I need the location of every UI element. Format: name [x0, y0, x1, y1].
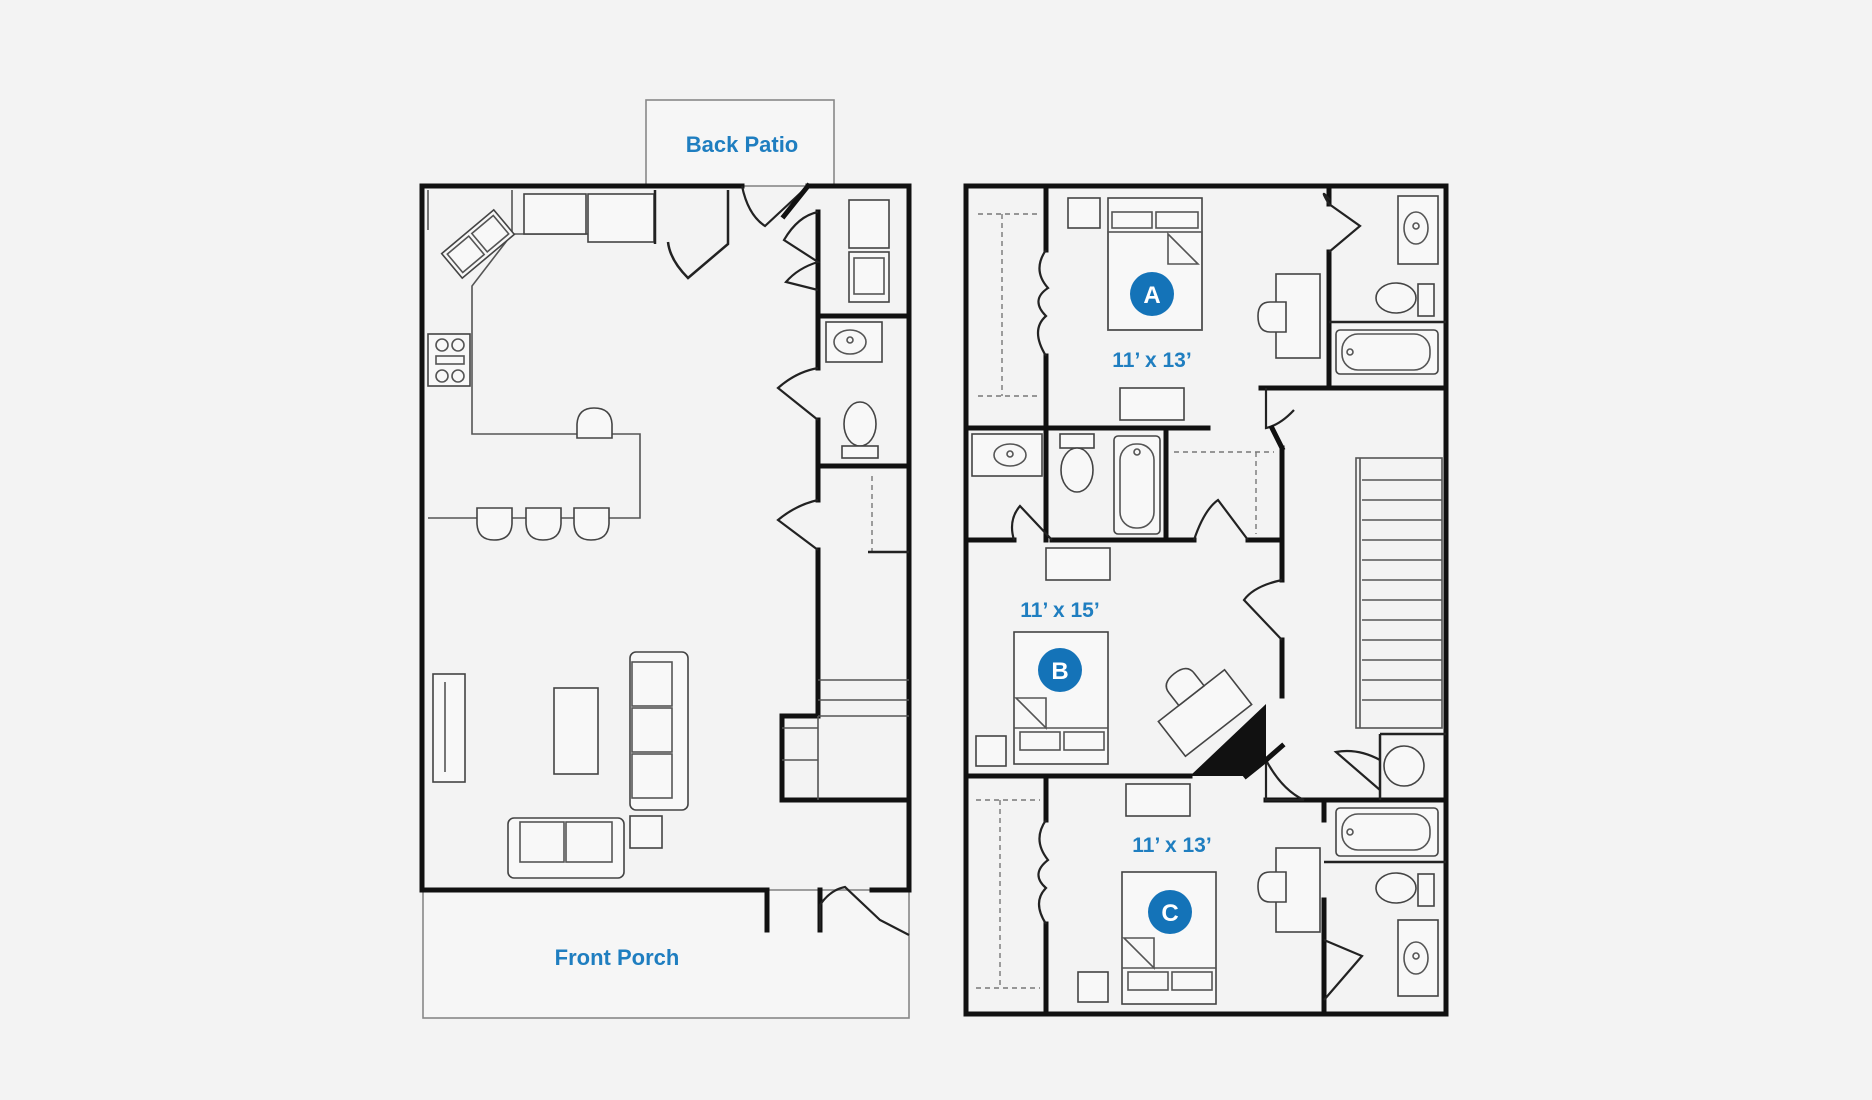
second-floor-plan: A 11’ x 13’	[963, 183, 1449, 1017]
bedroom-a-badge	[1130, 272, 1174, 316]
middle-bath-wall	[963, 425, 1285, 543]
counter-cabinet-1	[523, 193, 587, 235]
bedroom-a-desk	[1257, 273, 1321, 359]
linen-door	[1192, 498, 1249, 541]
bedroom-c-dimensions: 11’ x 13’	[1132, 834, 1211, 857]
washer-dryer-icon	[848, 199, 890, 303]
front-door	[818, 885, 910, 936]
first-floor-exterior-wall	[419, 183, 912, 933]
bedroom-b-nightstand	[975, 735, 1007, 767]
middle-bath-fixtures	[971, 433, 1161, 535]
water-heater-icon	[1383, 745, 1425, 787]
bedroom-a-closet-door	[1036, 249, 1050, 357]
bedroom-c-badge	[1148, 890, 1192, 934]
back-patio-area	[645, 99, 835, 187]
second-floor-exterior-wall	[963, 183, 1449, 1017]
kitchen-sink-icon	[440, 208, 516, 280]
half-bath-toilet-icon	[841, 401, 879, 459]
bedroom-b-dimensions: 11’ x 15’	[1020, 599, 1099, 622]
counter-cabinet-2	[587, 193, 655, 243]
bedroom-b-badge	[1038, 648, 1082, 692]
bedroom-c-dresser	[1125, 783, 1191, 817]
first-floor-plan: Back Patio Front Porch	[419, 99, 912, 1019]
tv-console	[432, 673, 466, 783]
stove-icon	[427, 333, 471, 387]
middle-bath-door	[1010, 504, 1053, 541]
bedroom-b-door	[1242, 578, 1283, 641]
half-bath-sink-icon	[825, 321, 883, 363]
half-bath-door	[776, 366, 819, 421]
second-floor-stairs	[1355, 457, 1443, 729]
bedroom-b-letter: B	[1051, 658, 1068, 685]
bar-stools	[476, 407, 613, 541]
patio-door	[740, 185, 809, 228]
bedroom-c-wall	[1043, 773, 1327, 1017]
bedroom-c-closet-door	[1037, 819, 1050, 925]
bedroom-a-nightstand	[1067, 197, 1101, 229]
back-patio-label: Back Patio	[686, 132, 799, 157]
bedroom-a-dresser	[1119, 387, 1185, 421]
bath-a-fixtures	[1335, 195, 1439, 375]
first-floor-interior-wall	[779, 182, 912, 803]
first-floor-stairs	[782, 679, 909, 800]
front-porch-label: Front Porch	[555, 945, 680, 970]
bedroom-a-letter: A	[1143, 282, 1160, 309]
coffee-table	[553, 687, 599, 775]
pantry-wall	[653, 190, 730, 280]
front-porch-area	[422, 889, 910, 1019]
bedroom-b-desk	[1157, 667, 1253, 758]
bedroom-b-closet-fill	[1190, 704, 1266, 776]
bedroom-a-door	[1264, 388, 1295, 430]
bedroom-c-bath-door	[1323, 938, 1364, 1001]
bedroom-c-nightstand	[1077, 971, 1109, 1003]
bedroom-a-bath-door	[1322, 192, 1362, 253]
end-table	[629, 815, 663, 849]
sofa	[629, 651, 689, 811]
loveseat	[507, 817, 625, 879]
hallway-wall	[1262, 424, 1449, 803]
closet-door	[776, 498, 819, 551]
bedroom-c-letter: C	[1161, 900, 1178, 927]
bedroom-a-dimensions: 11’ x 13’	[1112, 349, 1191, 372]
bedroom-c-desk	[1257, 847, 1321, 933]
bath-c-fixtures	[1335, 807, 1439, 997]
bedroom-b-dresser	[1045, 547, 1111, 581]
